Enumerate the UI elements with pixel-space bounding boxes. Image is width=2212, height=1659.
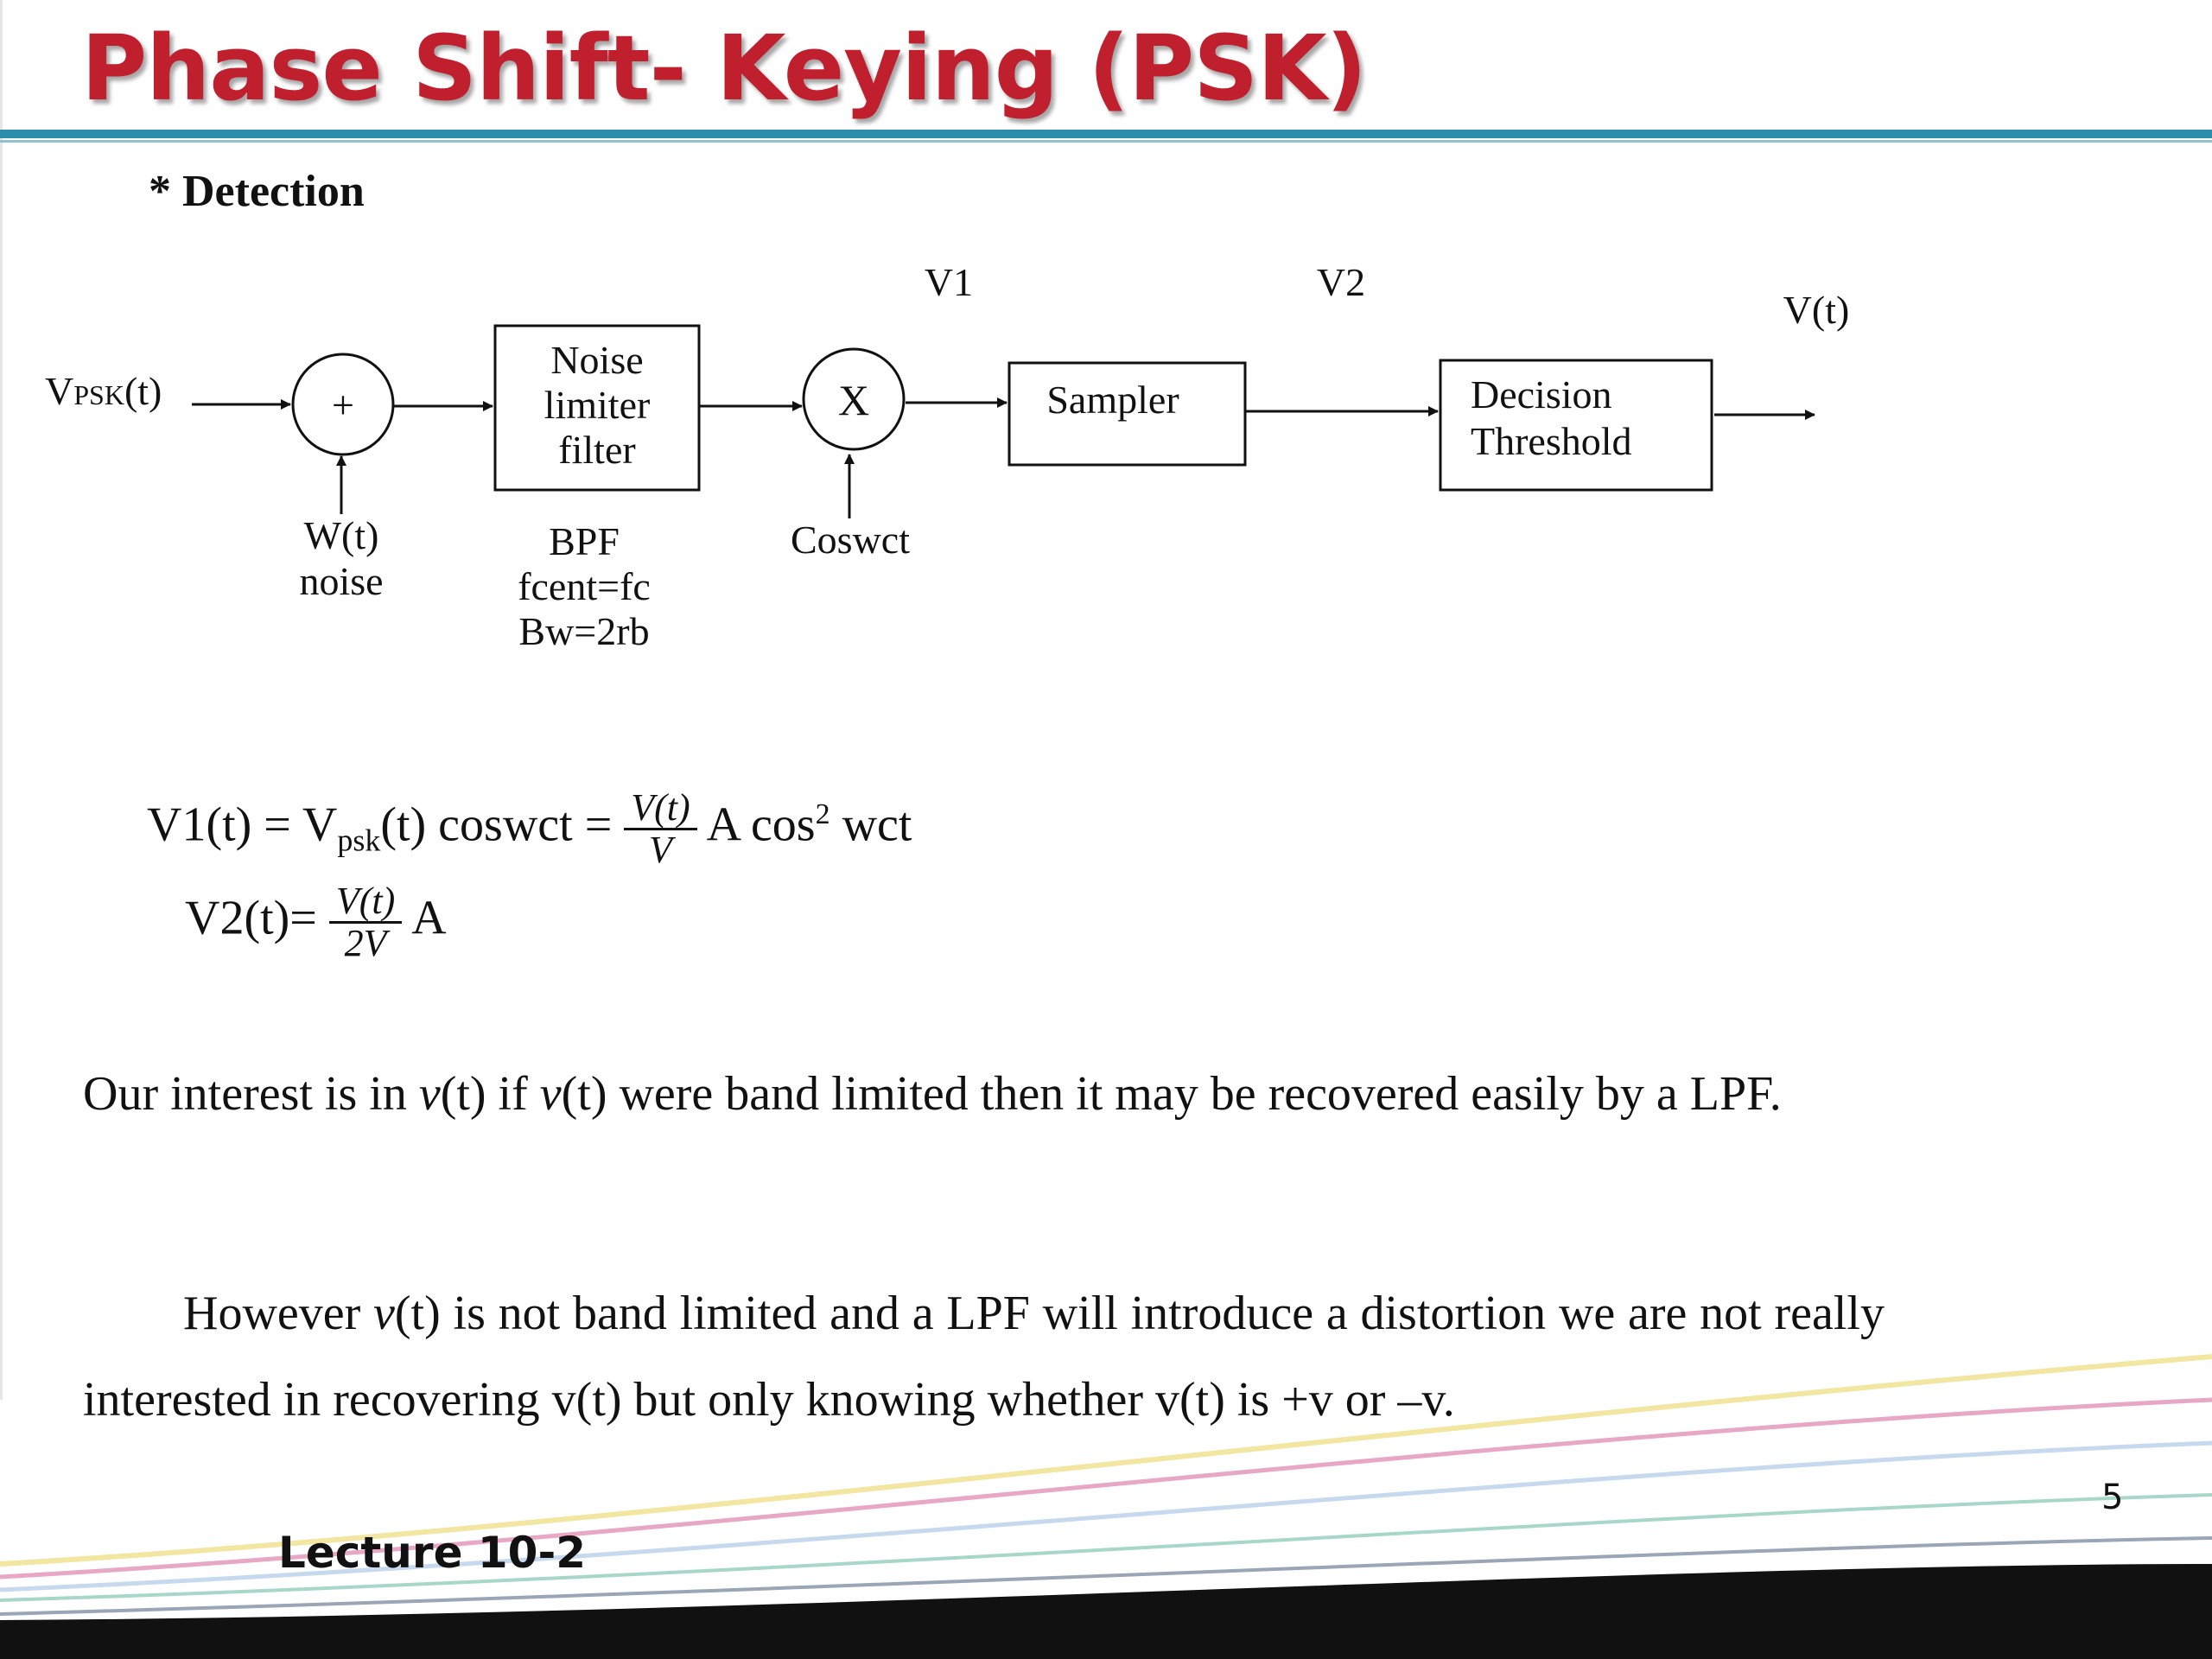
adder-circle [291,353,395,456]
filter-block-line3: filter [558,428,635,472]
left-border [0,0,3,1400]
output-label: V(t) [1783,288,1850,332]
filter-spec-line3: Bw=2rb [518,609,649,653]
filter-spec-line2: fcent=fc [518,564,651,608]
v2-label: V2 [1317,260,1365,304]
page-number: 5 [2101,1478,2124,1517]
section-heading: * Detection [149,167,365,216]
paragraph-however: However v(t) is not band limited and a L… [83,1287,1885,1427]
input-label: VPSK(t) [45,369,162,413]
slide-title: Phase Shift- Keying (PSK) [81,16,1367,121]
equation-v1-fraction: V(t)V [624,787,697,870]
title-rule-light [0,140,2212,143]
noise-label-line2: noise [299,559,383,603]
adder-symbol: + [332,383,354,427]
decision-threshold-block [1439,359,1713,492]
v1-label: V1 [925,260,973,304]
sampler-label: Sampler [1046,378,1179,422]
equation-v2-fraction: V(t)2V [328,880,403,963]
filter-block-line2: limiter [544,383,651,427]
filter-block-line1: Noise [550,338,643,382]
decision-block-line2: Threshold [1471,419,1632,463]
sampler-block [1007,361,1247,467]
decision-block-line1: Decision [1471,372,1612,416]
multiplier-symbol: X [838,376,869,424]
paragraph-interest: Our interest is in v(t) if v(t) were ban… [83,1067,1782,1121]
decorative-swoosh [0,1354,2212,1659]
carrier-label: Coswct [791,518,910,562]
footer-lecture: Lecture 10-2 [278,1528,587,1578]
noise-label-line1: W(t) [304,513,379,557]
equation-v2: V2(t)= V(t)2V A [185,880,447,965]
equation-v1: V1(t) = Vpsk(t) coswct = V(t)V A cos2 wc… [147,786,912,872]
title-rule [0,130,2212,138]
multiplier-circle [802,347,906,451]
filter-spec-line1: BPF [549,519,620,563]
psk-detector-block-diagram: VPSK(t) + W(t) noise Noise limiter filte… [45,260,1850,653]
noise-limiter-filter-block [493,324,701,492]
